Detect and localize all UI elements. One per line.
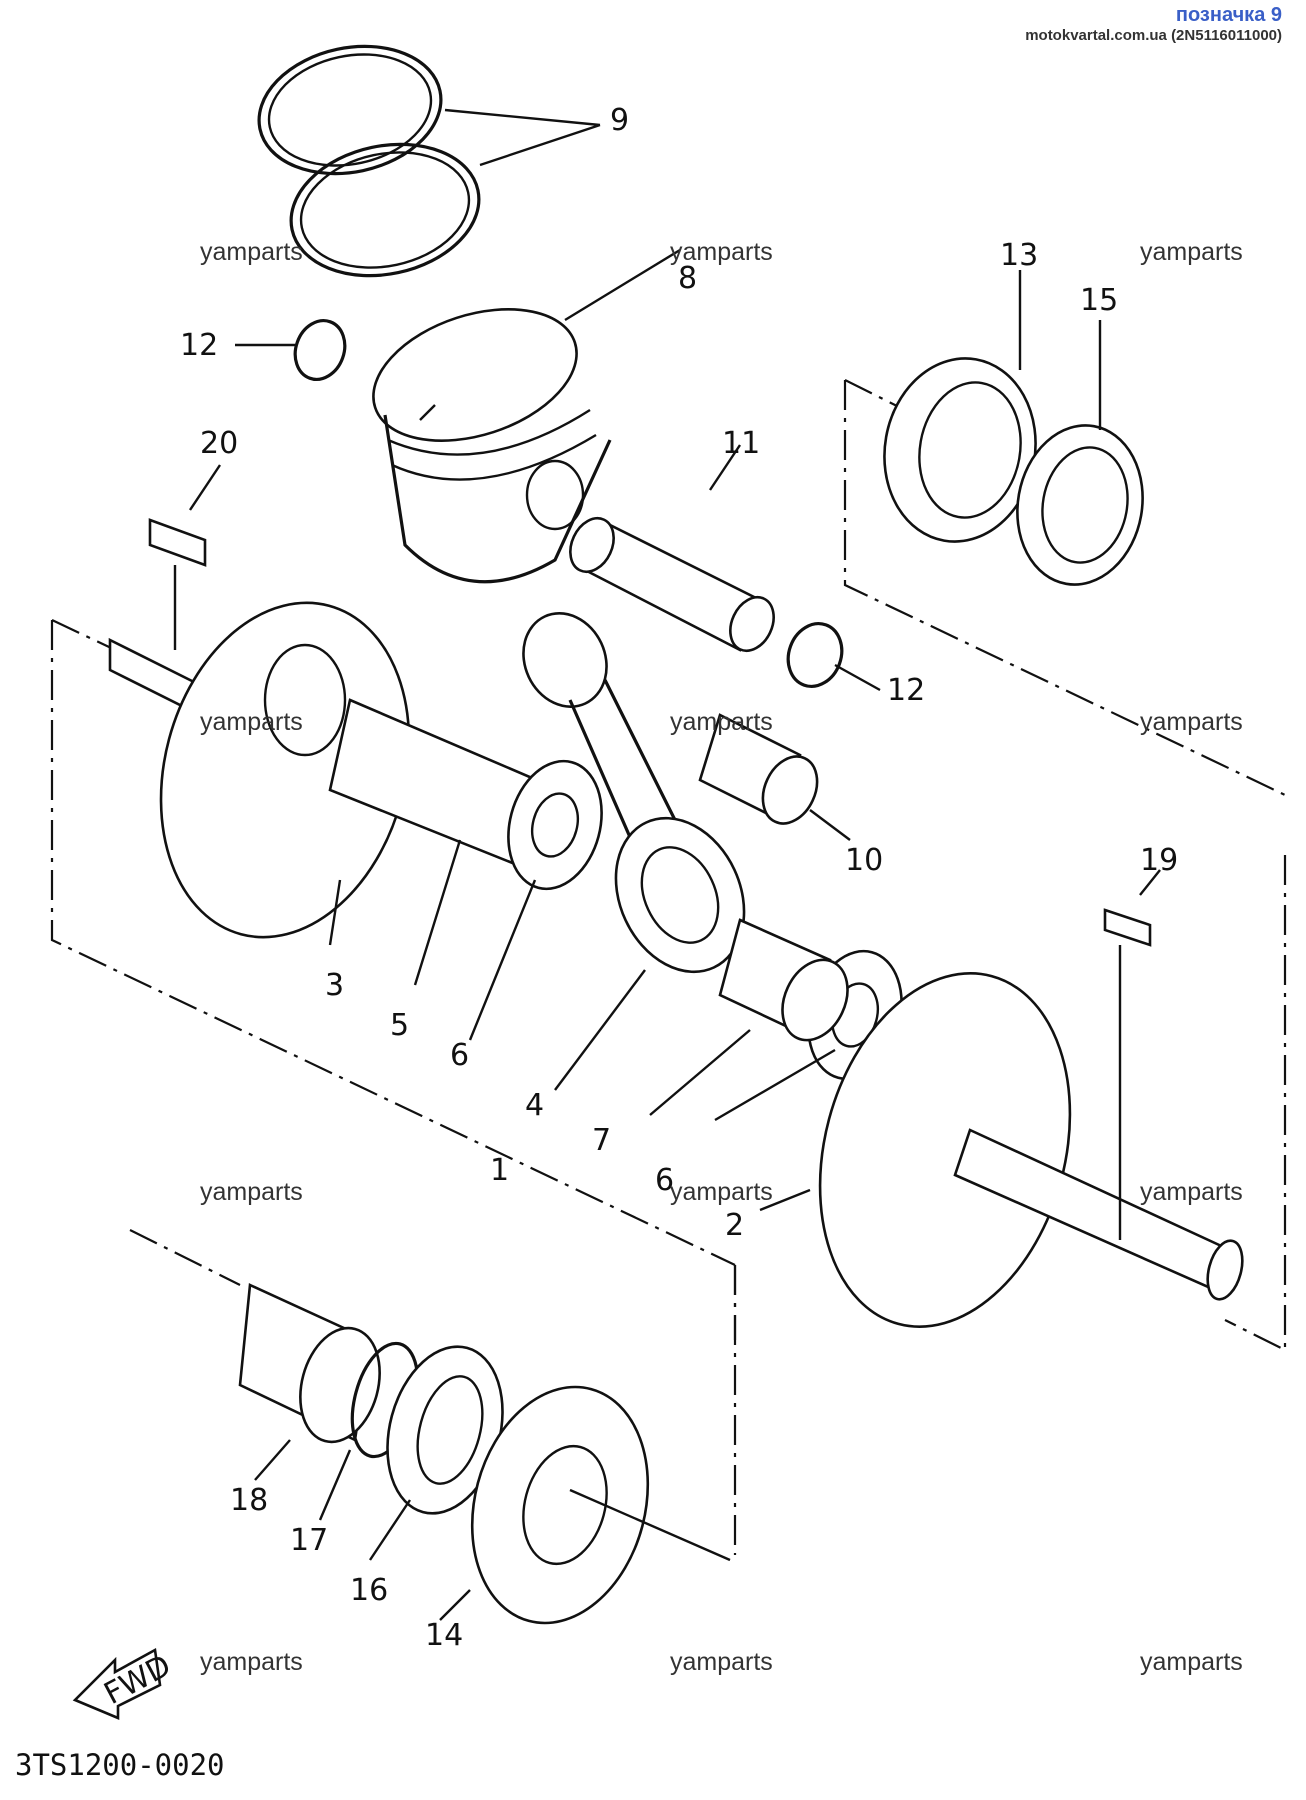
callout-20: 20 <box>200 426 238 461</box>
watermark: yamparts <box>200 1178 303 1206</box>
callout-4: 4 <box>525 1088 544 1123</box>
callout-18: 18 <box>230 1483 268 1518</box>
bearing-and-seal-right <box>883 270 1144 586</box>
fwd-arrow: FWD <box>72 1647 177 1720</box>
diagram-code: 3TS1200-0020 <box>15 1748 225 1782</box>
callout-9: 9 <box>610 103 629 138</box>
fwd-label: FWD <box>99 1648 177 1712</box>
callout-5: 5 <box>390 1008 409 1043</box>
callout-6-left: 6 <box>450 1038 469 1073</box>
big-end-bearing <box>649 918 849 1116</box>
watermark: yamparts <box>1140 1178 1243 1206</box>
callout-14: 14 <box>425 1618 463 1653</box>
watermark: yamparts <box>200 1648 303 1676</box>
crank-right-flywheel <box>759 972 1244 1328</box>
callout-labels: 9 8 12 20 11 13 15 12 10 19 3 5 6 4 1 7 … <box>180 103 1178 1653</box>
watermark: yamparts <box>670 238 773 266</box>
callout-2: 2 <box>725 1208 744 1243</box>
assembly-frame-lines <box>50 379 1287 1555</box>
callout-17: 17 <box>290 1523 328 1558</box>
woodruff-key-left <box>148 464 221 650</box>
watermark: yamparts <box>1140 708 1243 736</box>
callout-16: 16 <box>350 1573 388 1608</box>
connecting-rod <box>522 612 746 1091</box>
piston-pin-clip-right <box>786 622 881 692</box>
callout-11: 11 <box>722 426 760 461</box>
callout-6-right: 6 <box>655 1163 674 1198</box>
piston-pin <box>569 444 775 653</box>
callout-8: 8 <box>678 261 697 296</box>
watermark: yamparts <box>670 1648 773 1676</box>
header-source: motokvartal.com.ua (2N5116011000) <box>1025 27 1282 44</box>
watermarks: yamparts yamparts yamparts yamparts yamp… <box>200 238 1243 1676</box>
small-end-bearing <box>698 713 851 841</box>
callout-1: 1 <box>490 1153 509 1188</box>
callout-19: 19 <box>1140 843 1178 878</box>
watermark: yamparts <box>1140 1648 1243 1676</box>
watermark: yamparts <box>200 238 303 266</box>
header-label: позначка 9 motokvartal.com.ua (2N5116011… <box>1025 4 1282 44</box>
callout-13: 13 <box>1000 238 1038 273</box>
watermark: yamparts <box>670 1178 773 1206</box>
woodruff-key-right <box>1103 869 1161 1240</box>
bearing-stack-left <box>238 1283 731 1625</box>
callout-12-top: 12 <box>180 328 218 363</box>
callout-7: 7 <box>592 1123 611 1158</box>
header-title: позначка 9 <box>1175 4 1282 26</box>
piston-pin-clip-left <box>235 319 347 381</box>
callout-12-right: 12 <box>887 673 925 708</box>
watermark: yamparts <box>670 708 773 736</box>
piston <box>372 248 681 584</box>
watermark: yamparts <box>1140 238 1243 266</box>
callout-15: 15 <box>1080 283 1118 318</box>
crank-left-flywheel <box>108 601 562 946</box>
callout-3: 3 <box>325 968 344 1003</box>
callout-10: 10 <box>845 843 883 878</box>
piston-ring-set <box>257 44 601 278</box>
watermark: yamparts <box>200 708 303 736</box>
